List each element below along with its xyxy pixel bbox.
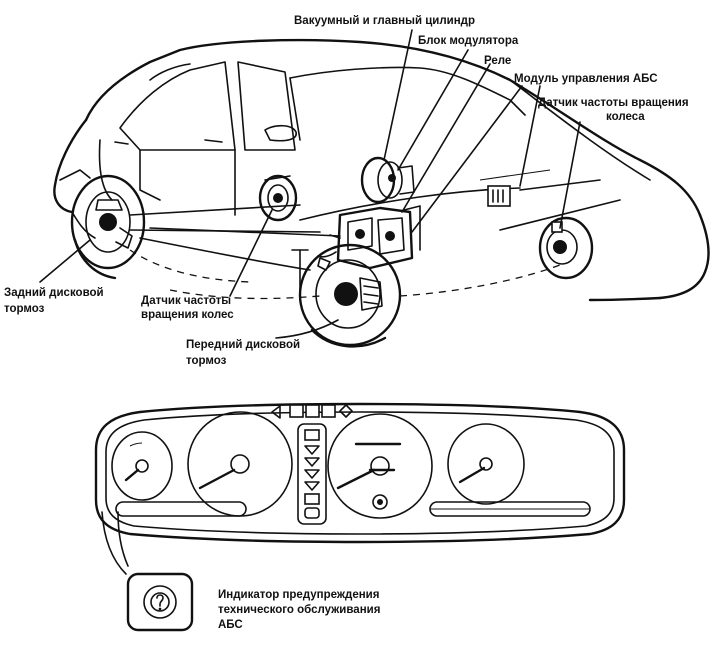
instrument-cluster <box>94 402 626 544</box>
abs-warning-label-3: АБС <box>218 619 243 631</box>
front-disc-brake-label-1: Передний дисковой <box>186 339 300 351</box>
vacuum-master-cylinder-graphic <box>360 156 415 204</box>
small-left-gauge <box>111 431 173 501</box>
rear-disc-brake-graphic <box>70 174 146 280</box>
abs-warning-label-2: технического обслуживания <box>218 604 380 616</box>
front-disc-brake-graphic <box>291 243 402 348</box>
modulator-block-graphic <box>317 205 421 270</box>
rear-disc-brake-label-1: Задний дисковой <box>4 287 104 299</box>
rear-disc-brake-label-2: тормоз <box>4 303 45 315</box>
center-warning-strip <box>297 423 327 525</box>
front-right-sensor-graphic <box>538 216 594 280</box>
abs-module-label: Модуль управления АБС <box>514 73 658 85</box>
abs-warning-label-1: Индикатор предупреждения <box>218 589 379 601</box>
speedometer-gauge <box>187 411 293 517</box>
leader-lines <box>39 29 581 339</box>
wheel-sensor-front-label-1: Датчик частоты <box>141 295 231 307</box>
modulator-block-label: Блок модулятора <box>418 35 519 47</box>
abs-control-module-graphic <box>487 185 511 207</box>
small-right-gauge <box>447 423 525 505</box>
tachometer-gauge <box>327 413 433 519</box>
vacuum-cylinder-label: Вакуумный и главный цилиндр <box>294 15 475 27</box>
abs-warning-callout <box>101 511 194 632</box>
wheel-sensor-right-label-2: колеса <box>606 111 645 123</box>
car-illustration <box>53 38 710 302</box>
wheel-sensor-right-label-1: Датчик частоты вращения <box>538 97 689 109</box>
rear-wheel-sensor-graphic <box>258 174 298 222</box>
front-disc-brake-label-2: тормоз <box>186 355 227 367</box>
relay-label: Реле <box>484 55 511 67</box>
wheel-sensor-front-label-2: вращения колес <box>141 309 234 321</box>
